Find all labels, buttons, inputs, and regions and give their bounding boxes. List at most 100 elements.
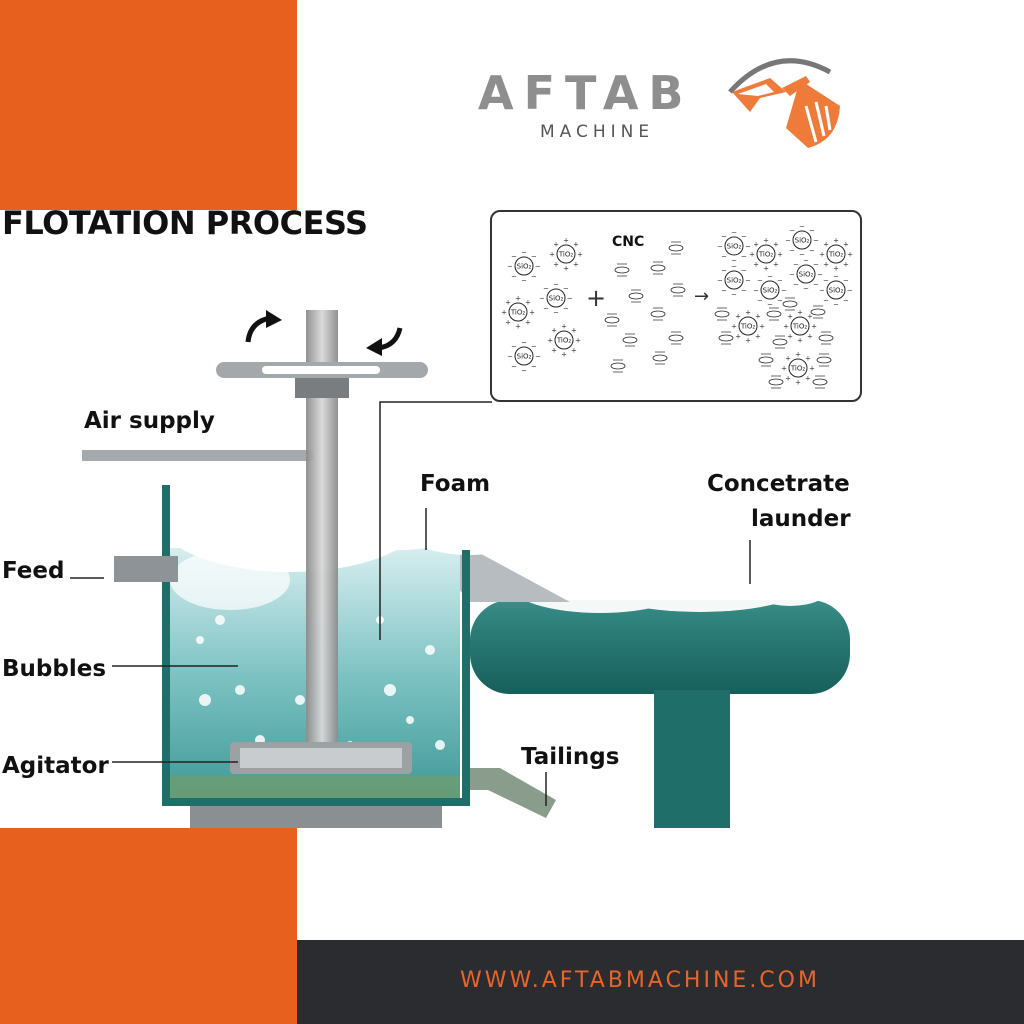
cnc-particle bbox=[650, 310, 666, 318]
svg-text:−: − bbox=[731, 291, 737, 299]
label-concentrate-launder-line2: launder bbox=[751, 506, 851, 532]
svg-text:−: − bbox=[813, 261, 819, 269]
inset-molecules: SiO₂−−−−−−−−TiO₂++++++++SiO₂−−−−−−−−TiO₂… bbox=[501, 223, 853, 389]
svg-text:+: + bbox=[563, 237, 569, 245]
svg-text:TiO₂: TiO₂ bbox=[792, 323, 808, 331]
svg-text:−: − bbox=[767, 273, 773, 281]
svg-text:+: + bbox=[759, 323, 765, 331]
cnc-particle bbox=[766, 310, 782, 318]
svg-text:−: − bbox=[843, 277, 849, 285]
svg-text:+: + bbox=[773, 241, 779, 249]
cnc-particle bbox=[758, 356, 774, 364]
svg-text:+: + bbox=[551, 346, 557, 354]
svg-text:+: + bbox=[805, 374, 811, 382]
svg-text:−: − bbox=[511, 362, 517, 370]
svg-text:−: − bbox=[757, 277, 763, 285]
tio2-particle: TiO₂++++++++ bbox=[783, 309, 817, 345]
cnc-particle bbox=[610, 362, 626, 370]
svg-text:+: + bbox=[781, 365, 787, 373]
svg-text:−: − bbox=[531, 272, 537, 280]
svg-text:−: − bbox=[721, 252, 727, 260]
launder-leg bbox=[654, 690, 730, 828]
svg-text:−: − bbox=[757, 296, 763, 304]
svg-text:SiO₂: SiO₂ bbox=[517, 353, 532, 361]
page-title: FLOTATION PROCESS bbox=[2, 204, 368, 242]
tio2-particle: TiO₂++++++++ bbox=[731, 309, 765, 345]
svg-text:−: − bbox=[777, 277, 783, 285]
svg-text:−: − bbox=[511, 272, 517, 280]
svg-text:−: − bbox=[511, 343, 517, 351]
svg-text:+: + bbox=[505, 318, 511, 326]
sio2-particle: SiO₂−−−−−−−− bbox=[753, 273, 787, 309]
svg-text:+: + bbox=[571, 327, 577, 335]
cnc-particle bbox=[810, 308, 826, 316]
svg-text:+: + bbox=[515, 323, 521, 331]
svg-text:−: − bbox=[799, 223, 805, 231]
svg-text:−: − bbox=[563, 304, 569, 312]
svg-text:+: + bbox=[571, 346, 577, 354]
svg-text:−: − bbox=[789, 246, 795, 254]
svg-text:+: + bbox=[547, 337, 553, 345]
svg-text:+: + bbox=[525, 299, 531, 307]
sio2-particle: SiO₂−−−−−−−− bbox=[785, 223, 819, 259]
svg-text:SiO₂: SiO₂ bbox=[795, 237, 810, 245]
svg-text:+: + bbox=[785, 355, 791, 363]
inset-plus: + bbox=[586, 284, 607, 312]
svg-text:+: + bbox=[749, 251, 755, 259]
svg-text:−: − bbox=[531, 362, 537, 370]
cnc-particle bbox=[772, 338, 788, 346]
svg-text:+: + bbox=[833, 265, 839, 273]
svg-text:−: − bbox=[731, 257, 737, 265]
svg-text:+: + bbox=[755, 332, 761, 340]
svg-text:−: − bbox=[543, 285, 549, 293]
svg-text:−: − bbox=[721, 286, 727, 294]
svg-text:−: − bbox=[535, 263, 541, 271]
tio2-particle: TiO₂++++++++ bbox=[749, 237, 783, 273]
bubble-specks bbox=[196, 615, 445, 750]
svg-text:+: + bbox=[823, 260, 829, 268]
launder-foam bbox=[510, 552, 830, 613]
svg-text:−: − bbox=[847, 287, 853, 295]
svg-text:+: + bbox=[785, 374, 791, 382]
svg-text:+: + bbox=[553, 260, 559, 268]
svg-text:TiO₂: TiO₂ bbox=[510, 309, 526, 317]
brand-subtitle: MACHINE bbox=[540, 122, 655, 142]
svg-text:−: − bbox=[809, 227, 815, 235]
svg-text:−: − bbox=[813, 237, 819, 245]
svg-text:+: + bbox=[795, 379, 801, 387]
label-bubbles: Bubbles bbox=[2, 656, 107, 682]
svg-text:−: − bbox=[521, 367, 527, 375]
svg-text:SiO₂: SiO₂ bbox=[763, 287, 778, 295]
label-feed: Feed bbox=[2, 558, 65, 584]
svg-text:+: + bbox=[735, 332, 741, 340]
label-air-supply: Air supply bbox=[84, 408, 215, 434]
svg-text:−: − bbox=[823, 277, 829, 285]
svg-text:−: − bbox=[789, 271, 795, 279]
cnc-particle bbox=[812, 378, 828, 386]
leader-lines bbox=[70, 401, 751, 806]
svg-text:+: + bbox=[505, 299, 511, 307]
svg-text:−: − bbox=[753, 287, 759, 295]
svg-text:−: − bbox=[511, 253, 517, 261]
svg-text:−: − bbox=[553, 309, 559, 317]
tio2-particle: TiO₂++++++++ bbox=[547, 323, 581, 359]
svg-text:−: − bbox=[717, 243, 723, 251]
footer-url[interactable]: WWW.AFTABMACHINE.COM bbox=[460, 968, 820, 993]
svg-text:+: + bbox=[731, 323, 737, 331]
svg-text:+: + bbox=[763, 265, 769, 273]
svg-text:−: − bbox=[741, 267, 747, 275]
tio2-particle: TiO₂++++++++ bbox=[819, 237, 853, 273]
svg-text:−: − bbox=[531, 253, 537, 261]
svg-text:+: + bbox=[787, 332, 793, 340]
svg-text:+: + bbox=[753, 260, 759, 268]
svg-text:SiO₂: SiO₂ bbox=[517, 263, 532, 271]
label-tailings: Tailings bbox=[521, 744, 620, 770]
svg-text:+: + bbox=[745, 337, 751, 345]
svg-text:+: + bbox=[843, 260, 849, 268]
tailings-outlet bbox=[470, 768, 556, 818]
svg-text:TiO₂: TiO₂ bbox=[556, 337, 572, 345]
svg-text:−: − bbox=[543, 304, 549, 312]
svg-text:−: − bbox=[721, 267, 727, 275]
footer-bar bbox=[297, 940, 1024, 1024]
